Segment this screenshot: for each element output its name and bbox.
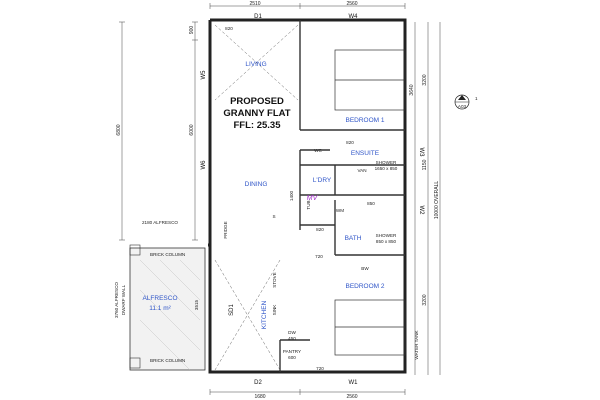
- fixture-washing-machine: WM: [336, 208, 344, 213]
- dim-right-1: 3640: [409, 84, 415, 95]
- opening-w5: W5: [201, 70, 207, 80]
- fixture-vanity: VAN: [357, 168, 366, 173]
- fixture-bw: BW: [361, 266, 369, 271]
- room-dining: DINING: [245, 181, 268, 188]
- dim-d1-width: 2510: [249, 1, 260, 7]
- top-dimensions: [209, 3, 406, 9]
- opening-w2: W2: [418, 206, 424, 216]
- room-laundry: L'DRY: [313, 177, 332, 184]
- fixture-smoke-detector: S: [272, 214, 275, 219]
- fixture-wc: WC: [314, 148, 322, 153]
- dim-inner-d: 1400: [289, 190, 294, 201]
- opening-d1: D1: [254, 14, 262, 20]
- room-bedroom-2: BEDROOM 2: [345, 283, 384, 290]
- dim-inner-g: 720: [315, 254, 323, 259]
- fixture-water-tank: WATER TANK: [414, 329, 419, 359]
- fixture-pantry: PANTRY: [283, 349, 301, 354]
- title-line-2: GRANNY FLAT: [223, 108, 290, 119]
- section-mark-ref: A03: [458, 104, 467, 109]
- fixture-dishwasher-size: 450: [288, 336, 296, 341]
- dim-inner-b: 850: [367, 201, 375, 206]
- right-dimensions: [414, 22, 441, 375]
- fixture-shower-2: SHOWER: [376, 233, 397, 238]
- exterior-walls: [208, 18, 407, 374]
- fixture-shower-1: SHOWER: [376, 160, 397, 165]
- fixture-fridge: FRIDGE: [223, 221, 228, 238]
- bottom-dimensions: [209, 389, 406, 395]
- fixture-dishwasher: DW: [288, 330, 296, 335]
- dim-bottom-right: 2560: [346, 394, 357, 400]
- fixture-shower-2-size: 850 x 850: [376, 239, 397, 244]
- room-bedroom-1: BEDROOM 1: [345, 117, 384, 124]
- dim-bottom-left: 1680: [254, 394, 265, 400]
- dim-right-2: 3200: [422, 74, 428, 85]
- opening-sd1: SD1: [229, 304, 235, 316]
- opening-w6: W6: [201, 160, 207, 170]
- alfresco-slab: [129, 244, 206, 371]
- opening-w4: W4: [349, 14, 359, 20]
- dim-door-offset: 820: [225, 26, 233, 31]
- alfresco-width: 2180 ALFRESCO: [142, 220, 178, 225]
- dim-left-top: 900: [189, 26, 195, 35]
- dim-right-5: 3200: [422, 294, 428, 305]
- dim-right-overall: 10000 OVERALL: [434, 181, 440, 220]
- title-line-3: FFL: 25.35: [234, 120, 282, 131]
- dim-inner-h: 720: [316, 366, 324, 371]
- fixture-tub: TUB: [306, 200, 311, 209]
- opening-w3: W3: [418, 148, 424, 158]
- left-dimensions: [119, 21, 198, 241]
- alfresco-column-top: BRICK COLUMN: [150, 252, 185, 257]
- alfresco-depth: 3760 ALFRESCO: [114, 282, 119, 318]
- fixture-pantry-size: 600: [288, 355, 296, 360]
- dim-left-main: 6000: [189, 124, 195, 135]
- opening-d2: D2: [254, 380, 262, 386]
- dim-left-overall: 6800: [116, 124, 122, 135]
- dim-right-3: 1150: [422, 159, 428, 170]
- room-bath: BATH: [345, 235, 362, 242]
- dim-w4-width: 2560: [346, 1, 357, 7]
- bed-1: [334, 49, 406, 111]
- interior-walls: [279, 20, 405, 372]
- fixture-mv: MV: [307, 195, 319, 202]
- dim-inner-f: 820: [316, 227, 324, 232]
- room-ensuite: ENSUITE: [351, 150, 380, 157]
- fixture-shower-1-size: 1650 x 850: [375, 166, 398, 171]
- room-alfresco-area: 11.1 m²: [149, 305, 171, 312]
- dashed-guides: [214, 24, 299, 371]
- alfresco-inner-dim: 3515: [194, 299, 199, 310]
- fixture-stove: STOVE: [272, 272, 277, 288]
- opening-w1: W1: [349, 380, 359, 386]
- dim-inner-a: 820: [346, 140, 354, 145]
- room-kitchen: KITCHEN: [261, 300, 268, 329]
- room-living: LIVING: [245, 61, 266, 68]
- fixture-sink: SINK: [272, 304, 277, 316]
- section-mark-label: 1: [475, 96, 478, 101]
- room-alfresco: ALFRESCO: [142, 295, 177, 302]
- alfresco-dwarf-wall: DWARF WALL: [121, 284, 126, 315]
- section-mark: [454, 94, 470, 110]
- alfresco-column-bottom: BRICK COLUMN: [150, 358, 185, 363]
- bed-2: [334, 299, 406, 356]
- title-line-1: PROPOSED: [230, 96, 284, 107]
